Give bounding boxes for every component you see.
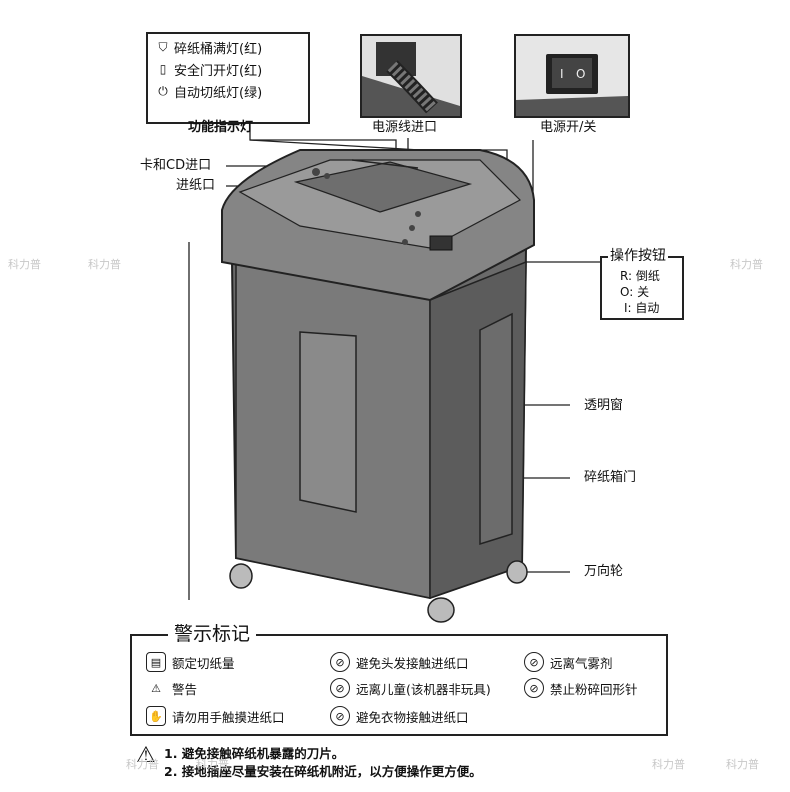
bin-door-label: 碎纸箱门 xyxy=(584,470,637,485)
buttons-legend: R: 倒纸 O: 关 I: 自动 xyxy=(600,256,684,320)
watermark: 科力普 xyxy=(726,758,759,771)
warning-item: ⚠ 警告 xyxy=(146,678,197,698)
indicator-item: ⛉ 碎纸桶满灯(红) xyxy=(156,36,308,58)
notes-section: ⚠ 1. 避免接触碎纸机暴露的刀片。 2. 接地插座尽量安装在碎纸机附近，以方便… xyxy=(126,743,759,784)
warning-icon: ⚠ xyxy=(151,681,161,695)
power-switch-label: 电源开/关 xyxy=(540,120,597,135)
power-cord-picture xyxy=(362,36,460,116)
indicator-legend: ⛉ 碎纸桶满灯(红) ▯ 安全门开灯(红) ⏻ 自动切纸灯(绿) xyxy=(146,32,310,124)
no-hair-icon: ⊘ xyxy=(330,652,350,672)
warning-item: ✋ 请勿用手触摸进纸口 xyxy=(146,706,285,726)
button-item: I: 自动 xyxy=(624,301,660,315)
warning-item: ⊘ 远离气雾剂 xyxy=(524,652,613,672)
power-icon: ⏻ xyxy=(158,83,168,98)
no-staples-icon: ⊘ xyxy=(524,678,544,698)
no-hands-icon: ✋ xyxy=(146,706,166,726)
buttons-title: 操作按钮 xyxy=(608,248,668,264)
no-clothes-icon: ⊘ xyxy=(330,706,350,726)
watermark: 科力普 xyxy=(8,258,41,271)
door-icon: ▯ xyxy=(159,62,167,76)
no-children-icon: ⊘ xyxy=(330,678,350,698)
warning-item: ▤ 额定切纸量 xyxy=(146,652,235,672)
capacity-icon: ▤ xyxy=(146,652,166,672)
button-item: R: 倒纸 xyxy=(620,269,660,283)
power-switch-picture: I O xyxy=(516,36,628,116)
note-item: 2. 接地插座尽量安装在碎纸机附近，以方便操作更方便。 xyxy=(164,764,482,779)
warning-item: ⊘ 远离儿童(该机器非玩具) xyxy=(330,678,491,698)
warning-item: ⊘ 避免头发接触进纸口 xyxy=(330,652,469,672)
button-item: O: 关 xyxy=(620,285,650,299)
watermark: 科力普 xyxy=(196,758,229,771)
watermark: 科力普 xyxy=(730,258,763,271)
svg-text:I: I xyxy=(560,67,564,81)
casters-label: 万向轮 xyxy=(584,564,624,579)
card-cd-slot-label: 卡和CD进口 xyxy=(140,158,212,173)
power-cord-inset xyxy=(360,34,462,118)
caution-icon: ⚠ xyxy=(136,743,156,768)
note-item: 1. 避免接触碎纸机暴露的刀片。 xyxy=(164,746,345,761)
power-switch-inset: I O xyxy=(514,34,630,118)
watermark: 科力普 xyxy=(88,258,121,271)
no-aerosol-icon: ⊘ xyxy=(524,652,544,672)
svg-text:O: O xyxy=(576,67,585,81)
warning-panel: 警示标记 ▤ 额定切纸量 ⊘ 避免头发接触进纸口 ⊘ 远离气雾剂 ⚠ 警告 ⊘ … xyxy=(130,622,668,736)
indicator-caption: 功能指示灯 xyxy=(188,120,254,135)
paper-slot-label: 进纸口 xyxy=(176,178,216,193)
watermark: 科力普 xyxy=(652,758,685,771)
warning-item: ⊘ 禁止粉碎回形针 xyxy=(524,678,638,698)
bin-full-icon: ⛉ xyxy=(158,39,168,54)
window-label: 透明窗 xyxy=(584,398,624,413)
warning-title: 警示标记 xyxy=(168,622,257,646)
indicator-item: ⏻ 自动切纸灯(绿) xyxy=(156,80,308,102)
indicator-item: ▯ 安全门开灯(红) xyxy=(156,58,308,80)
warning-item: ⊘ 避免衣物接触进纸口 xyxy=(330,706,469,726)
watermark: 科力普 xyxy=(126,758,159,771)
power-cord-label: 电源线进口 xyxy=(372,120,438,135)
